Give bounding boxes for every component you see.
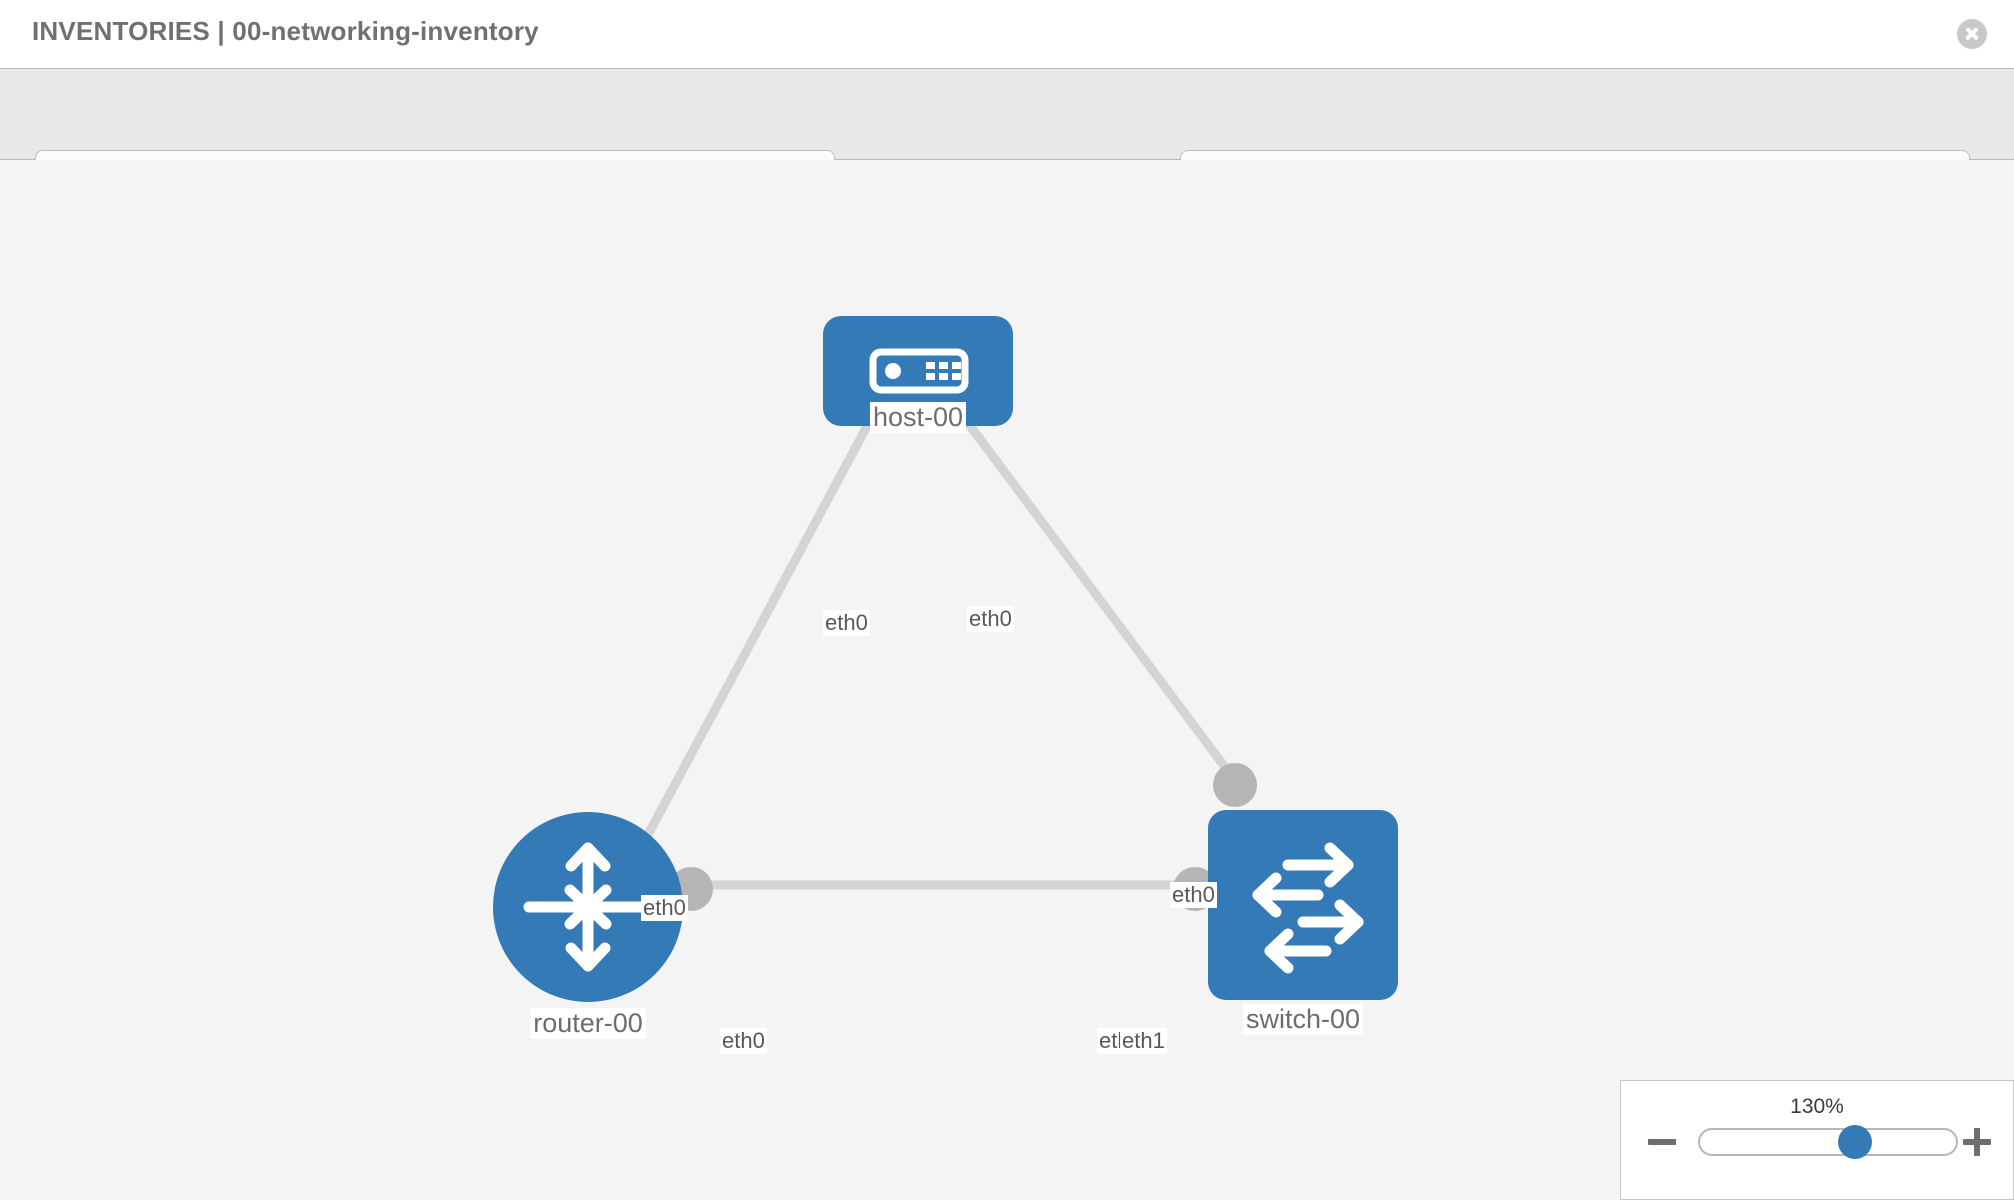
port-label-host-right: eth0: [967, 606, 1014, 632]
port-label-router-up: eth0: [641, 895, 688, 921]
plus-icon[interactable]: [1963, 1128, 1991, 1156]
port-label-router-right: eth0: [720, 1028, 767, 1054]
toolbar: ACTIONS SEARCH: [0, 68, 2014, 203]
zoom-slider-track: [1698, 1128, 1958, 1156]
port-label-switch-left-b: eth1: [1120, 1028, 1167, 1054]
node-label: host-00: [869, 402, 967, 433]
minus-icon[interactable]: [1648, 1128, 1676, 1156]
node-label: router-00: [530, 1008, 646, 1039]
zoom-slider-thumb[interactable]: [1838, 1125, 1872, 1159]
topology-canvas[interactable]: host-00: [0, 160, 2014, 1200]
node-router-00[interactable]: router-00: [493, 812, 683, 1039]
port-label-host-left: eth0: [823, 610, 870, 636]
server-icon: [823, 316, 1013, 426]
node-shape: [1208, 810, 1398, 1000]
router-arrows-icon: [493, 812, 683, 1002]
zoom-level-value: 130%: [1790, 1095, 1844, 1118]
zoom-slider[interactable]: [1698, 1125, 1958, 1159]
switch-arrows-icon: [1208, 810, 1398, 1000]
link-host-router: [624, 412, 877, 875]
port-label-switch-up: eth0: [1170, 882, 1217, 908]
page-title: INVENTORIES | 00-networking-inventory: [32, 16, 539, 46]
node-label: switch-00: [1242, 1004, 1364, 1035]
page-header: INVENTORIES | 00-networking-inventory: [0, 0, 2014, 68]
node-switch-00[interactable]: switch-00: [1208, 810, 1398, 1035]
close-icon[interactable]: [1957, 19, 1987, 49]
node-host-00[interactable]: host-00: [823, 316, 1013, 433]
connector-dot: [1213, 763, 1257, 807]
zoom-control-panel: 130%: [1620, 1080, 2014, 1200]
link-host-switch: [958, 412, 1246, 793]
